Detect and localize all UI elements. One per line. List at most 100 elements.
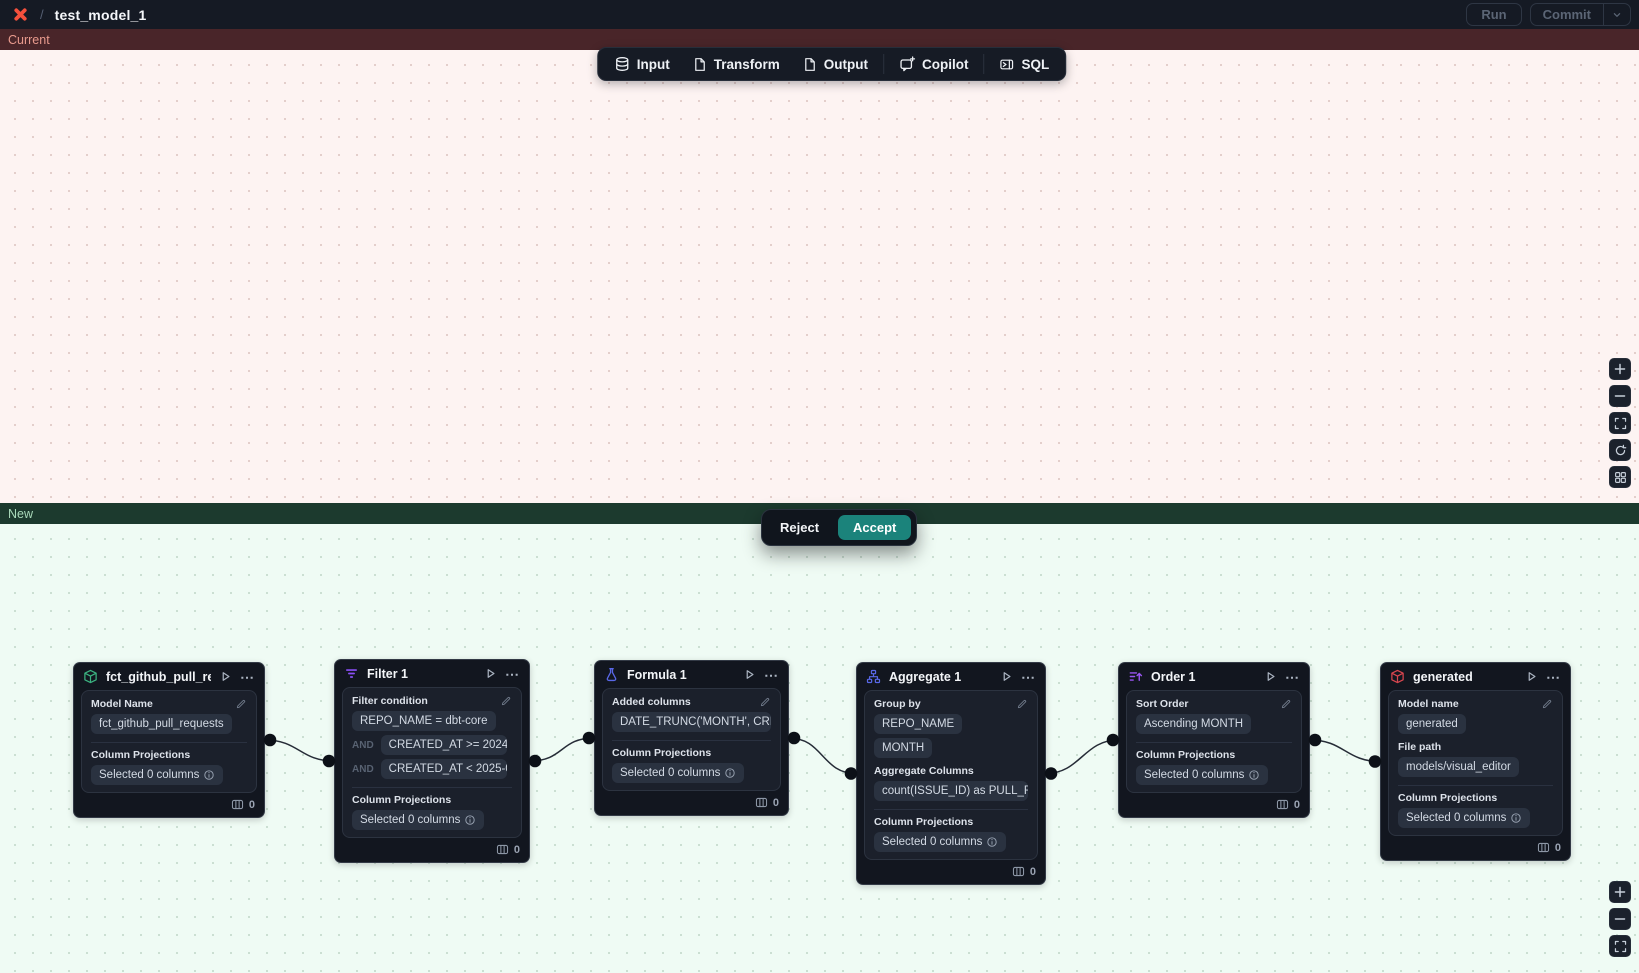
current-label: Current	[8, 32, 50, 47]
node-order[interactable]: Order 1 ⋯ Sort Order Ascending MONTH Col…	[1118, 662, 1310, 818]
model-name-value[interactable]: fct_github_pull_requests	[91, 714, 232, 734]
edit-icon[interactable]	[1016, 698, 1028, 710]
fit-view-button[interactable]	[1609, 935, 1631, 957]
edit-icon[interactable]	[500, 695, 512, 707]
node-aggregate[interactable]: Aggregate 1 ⋯ Group by REPO_NAME MONTH A…	[856, 662, 1046, 885]
field-label: Column Projections	[874, 816, 974, 828]
node-generated-output[interactable]: generated ⋯ Model name generated File pa…	[1380, 662, 1571, 861]
section-divider	[1398, 785, 1553, 786]
edge-path[interactable]	[264, 739, 335, 762]
node-header[interactable]: Aggregate 1 ⋯	[857, 663, 1045, 690]
node-panel: Filter condition REPO_NAME = dbt-core AN…	[342, 687, 522, 838]
columns-icon	[231, 799, 243, 810]
info-icon	[986, 836, 998, 848]
node-run-button[interactable]	[484, 667, 497, 680]
column-projections-value[interactable]: Selected 0 columns	[352, 810, 485, 830]
fit-view-button[interactable]	[1609, 412, 1631, 434]
connection-handle[interactable]	[1308, 733, 1322, 747]
top-bar-actions: Run Commit	[1466, 3, 1631, 26]
node-menu-button[interactable]: ⋯	[1021, 668, 1036, 685]
run-button[interactable]: Run	[1466, 3, 1522, 26]
commit-dropdown-button[interactable]	[1603, 4, 1630, 25]
node-header[interactable]: generated ⋯	[1381, 663, 1570, 690]
and-operator: AND	[352, 739, 374, 751]
edit-icon[interactable]	[759, 696, 771, 708]
aggregate-column-value[interactable]: count(ISSUE_ID) as PULL_REQUEST_...	[874, 781, 1028, 801]
columns-icon	[1537, 842, 1549, 853]
accept-button[interactable]: Accept	[838, 515, 912, 540]
top-bar: / test_model_1 Run Commit	[0, 0, 1639, 29]
connection-handle[interactable]	[1044, 767, 1058, 780]
node-run-button[interactable]	[1000, 670, 1013, 683]
current-diff-label-bar: Current	[0, 29, 1639, 50]
connection-handle[interactable]	[787, 731, 801, 745]
commit-split-button[interactable]: Commit	[1529, 3, 1631, 26]
column-projections-value[interactable]: Selected 0 columns	[91, 765, 224, 785]
add-input-button[interactable]: Input	[603, 52, 681, 76]
column-projections-value[interactable]: Selected 0 columns	[1136, 765, 1269, 785]
node-panel: Group by REPO_NAME MONTH Aggregate Colum…	[864, 690, 1038, 860]
node-header[interactable]: fct_github_pull_requests ⋯	[74, 663, 264, 690]
reject-button[interactable]: Reject	[767, 515, 832, 540]
commit-button[interactable]: Commit	[1542, 7, 1591, 22]
node-formula[interactable]: Formula 1 ⋯ Added columns DATE_TRUNC('MO…	[594, 660, 789, 816]
row-count: 0	[772, 796, 779, 809]
breadcrumb-separator: /	[40, 7, 44, 22]
node-header[interactable]: Formula 1 ⋯	[595, 661, 788, 688]
column-projections-value[interactable]: Selected 0 columns	[874, 832, 1007, 852]
connection-handle[interactable]	[528, 754, 542, 768]
layout-grid-button[interactable]	[1609, 466, 1631, 488]
zoom-in-button[interactable]	[1609, 358, 1631, 380]
model-name-value[interactable]: generated	[1398, 714, 1466, 734]
add-output-button[interactable]: Output	[791, 53, 879, 76]
new-canvas[interactable]: fct_github_pull_requests ⋯ Model Name fc…	[0, 524, 1639, 973]
group-by-value[interactable]: REPO_NAME	[874, 714, 963, 734]
node-menu-button[interactable]: ⋯	[240, 668, 255, 685]
connection-handle[interactable]	[263, 733, 277, 747]
sql-button[interactable]: SQL	[989, 53, 1061, 76]
node-header[interactable]: Order 1 ⋯	[1119, 663, 1309, 690]
node-menu-button[interactable]: ⋯	[1546, 668, 1561, 685]
column-projections-value[interactable]: Selected 0 columns	[612, 763, 745, 783]
node-run-button[interactable]	[219, 670, 232, 683]
group-by-value[interactable]: MONTH	[874, 738, 933, 758]
node-filter[interactable]: Filter 1 ⋯ Filter condition REPO_NAME = …	[334, 659, 530, 863]
zoom-in-button[interactable]	[1609, 881, 1631, 903]
edit-icon[interactable]	[1280, 698, 1292, 710]
copilot-button[interactable]: Copilot	[888, 52, 980, 76]
node-run-button[interactable]	[743, 668, 756, 681]
node-title: fct_github_pull_requests	[106, 669, 211, 684]
edge-path[interactable]	[1309, 739, 1381, 763]
node-menu-button[interactable]: ⋯	[505, 665, 520, 682]
row-count-badge: 0	[1381, 836, 1570, 860]
node-source-model[interactable]: fct_github_pull_requests ⋯ Model Name fc…	[73, 662, 265, 818]
zoom-out-button[interactable]	[1609, 385, 1631, 407]
formula-value[interactable]: DATE_TRUNC('MONTH', CREATED_AT...	[612, 712, 771, 732]
file-path-value[interactable]: models/visual_editor	[1398, 757, 1519, 777]
reset-layout-button[interactable]	[1609, 439, 1631, 461]
node-menu-button[interactable]: ⋯	[764, 666, 779, 683]
edge-path[interactable]	[788, 737, 857, 775]
filter-condition-value[interactable]: CREATED_AT < 2025-03-01	[380, 759, 507, 779]
edge-path[interactable]	[529, 737, 595, 762]
edit-icon[interactable]	[1541, 698, 1553, 710]
dbt-logo-icon[interactable]	[12, 6, 29, 23]
filter-condition-value[interactable]: CREATED_AT >= 2024-12-01	[380, 735, 507, 755]
info-icon	[1248, 769, 1260, 781]
column-projections-value[interactable]: Selected 0 columns	[1398, 808, 1531, 828]
node-title: Formula 1	[627, 667, 687, 682]
filter-condition-value[interactable]: REPO_NAME = dbt-core	[352, 711, 496, 731]
add-transform-button[interactable]: Transform	[681, 53, 791, 76]
node-menu-button[interactable]: ⋯	[1285, 668, 1300, 685]
node-run-button[interactable]	[1264, 670, 1277, 683]
edit-icon[interactable]	[235, 698, 247, 710]
current-canvas[interactable]	[0, 50, 1639, 503]
node-run-button[interactable]	[1525, 670, 1538, 683]
output-label: Output	[823, 56, 868, 72]
edge-path[interactable]	[1045, 739, 1119, 775]
row-count-badge: 0	[857, 860, 1045, 884]
zoom-out-button[interactable]	[1609, 908, 1631, 930]
section-divider	[612, 740, 771, 741]
node-header[interactable]: Filter 1 ⋯	[335, 660, 529, 687]
sort-order-value[interactable]: Ascending MONTH	[1136, 714, 1252, 734]
